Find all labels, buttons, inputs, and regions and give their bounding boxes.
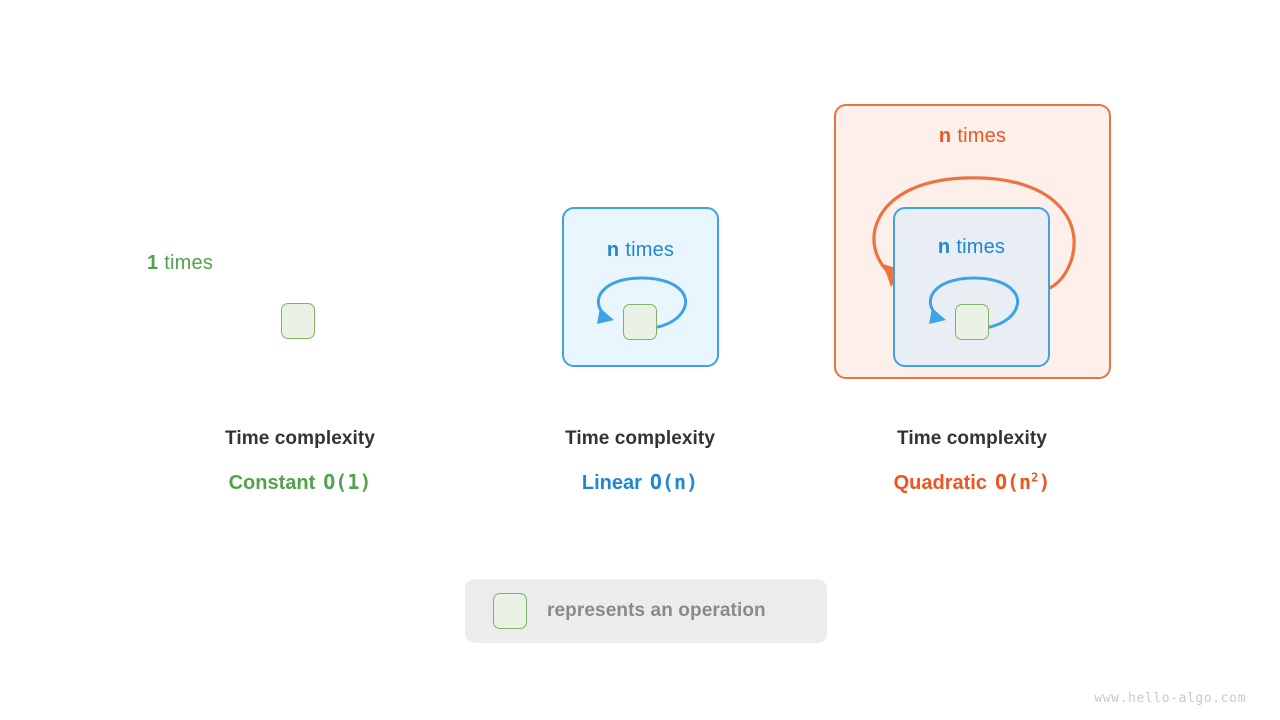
complexity-big-o: O(n2) (995, 470, 1050, 494)
linear-times-word: times (625, 239, 675, 261)
big-o-open: O(n (994, 470, 1032, 494)
watermark: www.hello-algo.com (1094, 691, 1246, 706)
quadratic-caption: Time complexity Quadratic O(n2) (792, 428, 1152, 495)
constant-loop-count-value: 1 (146, 252, 159, 274)
big-o-close: ) (1038, 470, 1051, 494)
operation-square (281, 303, 315, 339)
caption-title: Time complexity (896, 428, 1048, 449)
quadratic-inner-loop-count-value: n (937, 236, 951, 258)
quadratic-inner-loop-box (893, 207, 1050, 367)
constant-times-word: times (164, 252, 214, 274)
caption-title: Time complexity (564, 428, 716, 449)
constant-caption: Time complexity Constant O(1) (120, 428, 480, 495)
complexity-big-o: O(n) (649, 470, 699, 494)
complexity-name: Quadratic (893, 472, 987, 494)
big-o-exponent: 2 (1031, 470, 1039, 485)
operation-square (955, 304, 989, 340)
quadratic-outer-loop-count-value: n (938, 125, 952, 147)
linear-caption: Time complexity Linear O(n) (460, 428, 820, 495)
quadratic-inner-loop-arrow-icon (928, 276, 1020, 331)
complexity-big-o: O(1) (323, 470, 372, 494)
linear-loop-count-value: n (606, 239, 620, 261)
linear-complexity-value: Linear O(n) (460, 470, 820, 495)
caption-title: Time complexity (224, 428, 376, 449)
operation-swatch-icon (493, 593, 527, 629)
complexity-name: Constant (228, 472, 316, 494)
linear-loop-box (562, 207, 719, 367)
constant-complexity-value: Constant O(1) (120, 470, 480, 495)
quadratic-inner-times-word: times (956, 236, 1006, 258)
legend: represents an operation (465, 579, 827, 643)
quadratic-outer-times-word: times (957, 125, 1007, 147)
legend-text: represents an operation (547, 600, 766, 621)
complexity-name: Linear (581, 472, 642, 494)
quadratic-complexity-value: Quadratic O(n2) (792, 470, 1152, 495)
operation-square (623, 304, 657, 340)
linear-loop-arrow-icon (596, 276, 688, 331)
